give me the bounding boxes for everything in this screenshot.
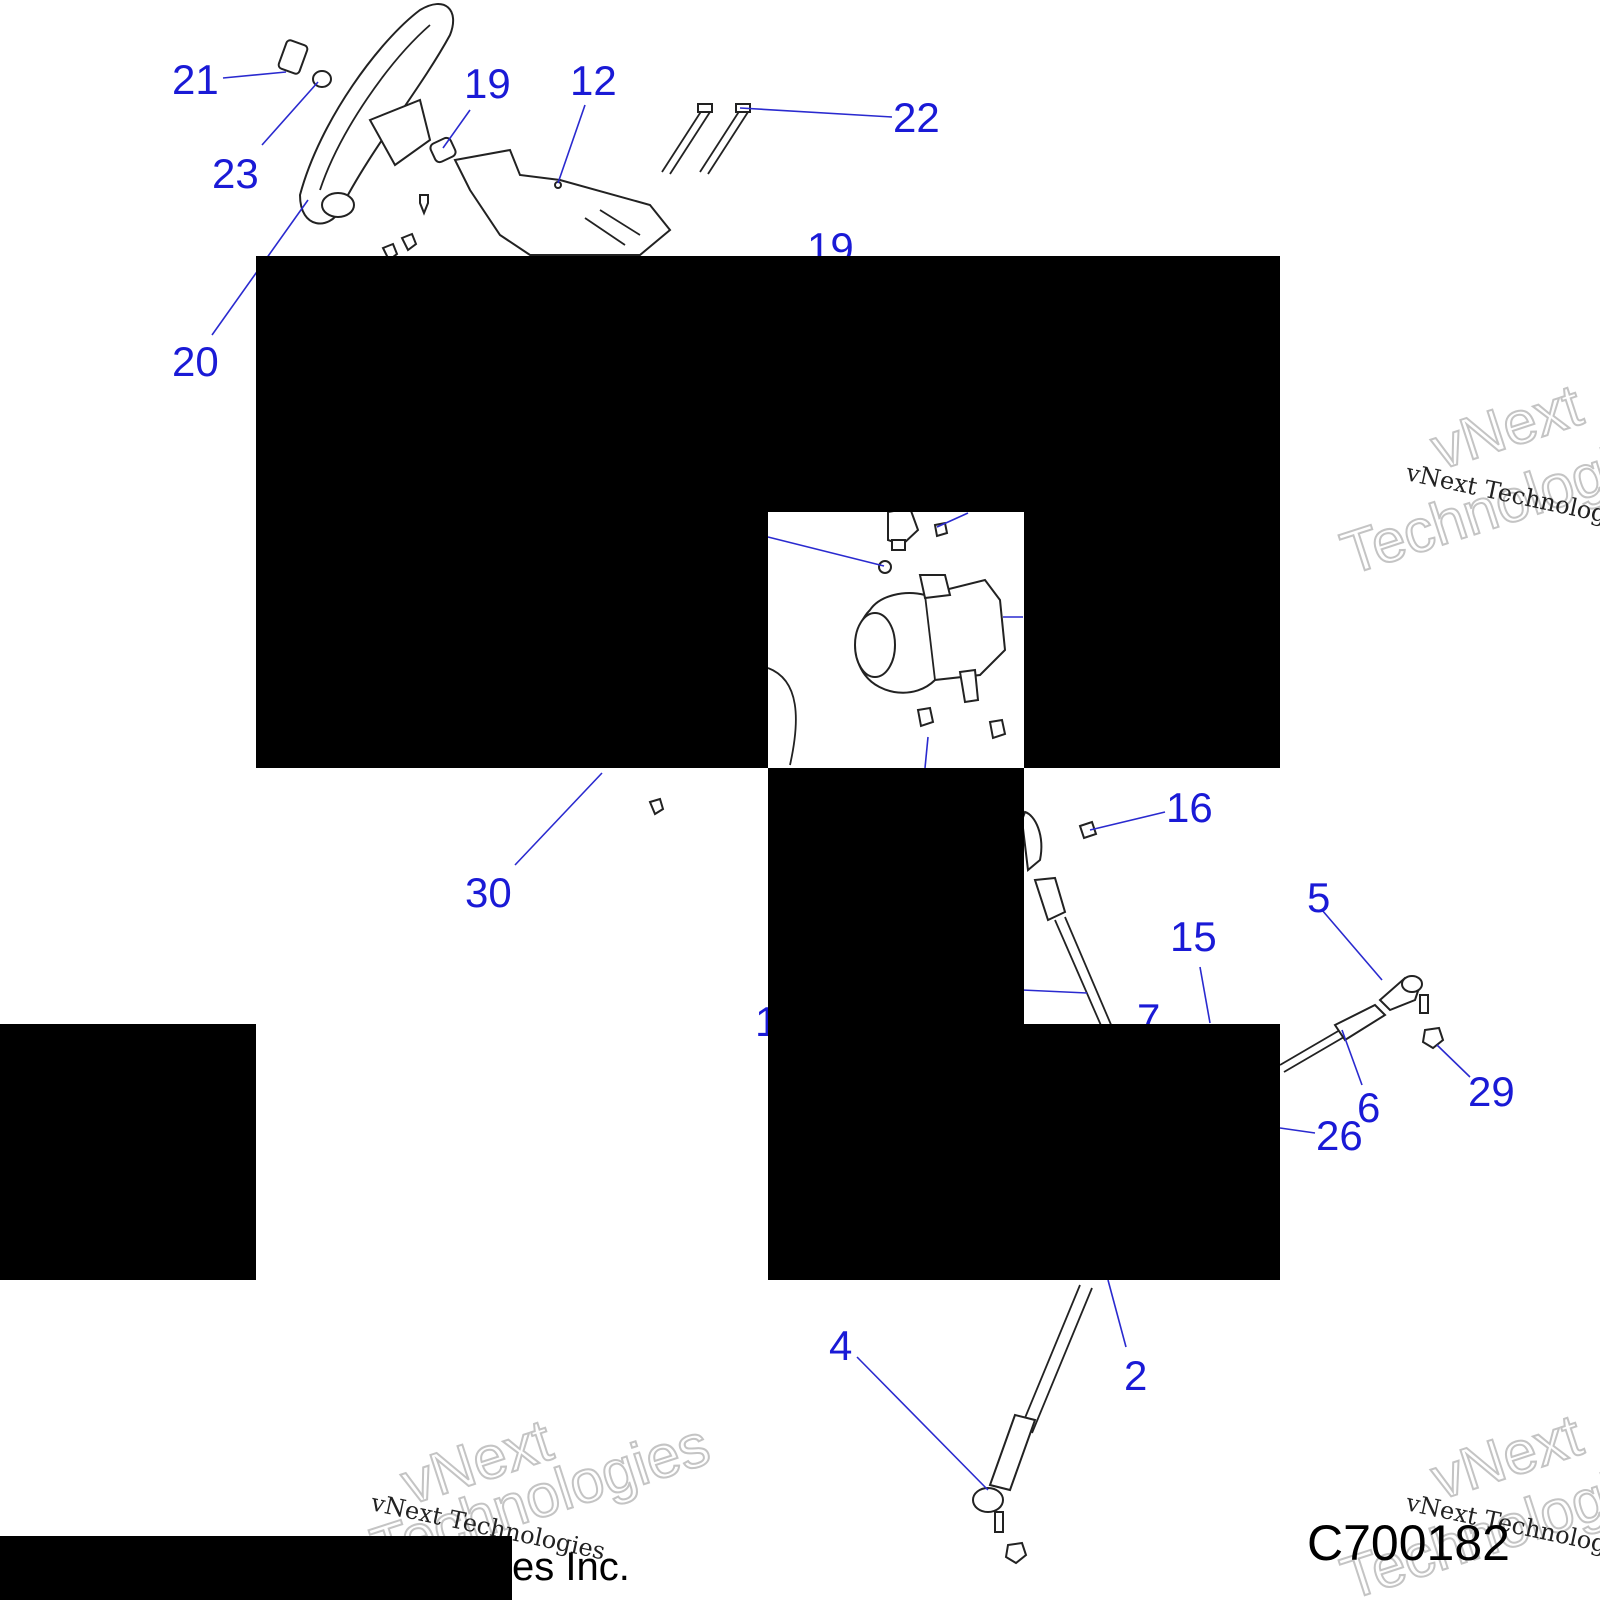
redaction-block-top bbox=[256, 256, 1280, 768]
long-bolts bbox=[661, 103, 751, 175]
redaction-blocks bbox=[0, 256, 1280, 1600]
bolt-part bbox=[1078, 820, 1098, 840]
leader-lines bbox=[211, 71, 1471, 1491]
footer-company-fragment: es Inc. bbox=[512, 1545, 630, 1589]
right-tie-rod bbox=[1279, 975, 1429, 1073]
callout-2: 2 bbox=[1124, 1352, 1147, 1399]
bushing-part bbox=[429, 136, 457, 164]
left-tie-rod bbox=[972, 1284, 1093, 1533]
callout-23: 23 bbox=[212, 150, 259, 197]
callout-20: 20 bbox=[172, 338, 219, 385]
callout-19: 19 bbox=[464, 60, 511, 107]
diagram-code: C700182 bbox=[1307, 1515, 1510, 1571]
clip-part bbox=[277, 39, 309, 75]
intermediate-shaft bbox=[1033, 876, 1113, 1031]
callout-22: 22 bbox=[893, 94, 940, 141]
upper-joint bbox=[1020, 810, 1043, 872]
callout-15: 15 bbox=[1170, 913, 1217, 960]
callout-5: 5 bbox=[1307, 874, 1330, 921]
callout-30: 30 bbox=[465, 869, 512, 916]
callout-4: 4 bbox=[829, 1322, 852, 1369]
callout-6: 6 bbox=[1357, 1084, 1380, 1131]
steering-wheel bbox=[298, 3, 455, 225]
redaction-block-bottom bbox=[0, 1536, 512, 1600]
power-steering-unit bbox=[767, 506, 1007, 766]
callout-16: 16 bbox=[1166, 784, 1213, 831]
nut-part-right bbox=[1421, 1026, 1445, 1050]
watermark-top-right: vNext Technologies vNext Technologies bbox=[1332, 370, 1600, 588]
redaction-block-right bbox=[768, 768, 1280, 1280]
callout-26: 26 bbox=[1316, 1112, 1363, 1159]
callout-12: 12 bbox=[570, 57, 617, 104]
redaction-block-left bbox=[0, 1024, 256, 1280]
callout-29: 29 bbox=[1468, 1068, 1515, 1115]
callout-21: 21 bbox=[172, 56, 219, 103]
column-bracket bbox=[453, 148, 672, 256]
nut-part-left bbox=[1004, 1541, 1028, 1565]
